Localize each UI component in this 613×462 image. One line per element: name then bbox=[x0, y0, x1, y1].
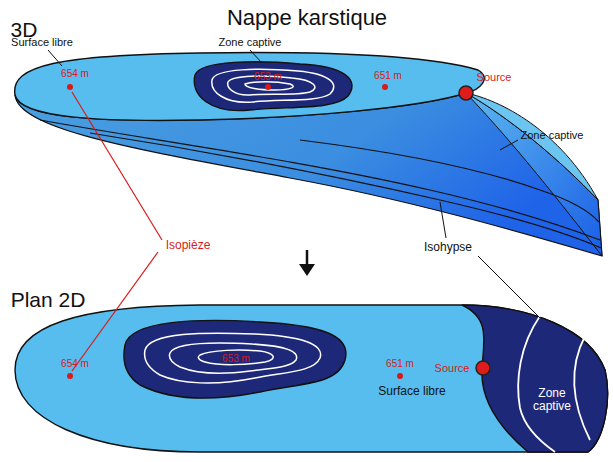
plan-captive bbox=[462, 305, 608, 452]
contour-line bbox=[212, 69, 334, 102]
diagram-label: 654 m bbox=[61, 358, 89, 369]
isohypse-line bbox=[90, 133, 601, 248]
piezo-dot bbox=[67, 84, 73, 90]
leader-line bbox=[48, 50, 62, 66]
arrow-head bbox=[299, 264, 315, 276]
piezo-dot bbox=[265, 84, 271, 90]
captive-wedge bbox=[466, 93, 602, 256]
diagram-label: 651 m bbox=[374, 70, 402, 81]
diagram-label: 653 m bbox=[222, 353, 250, 364]
leader-line bbox=[478, 256, 540, 318]
leader-line bbox=[72, 92, 162, 240]
leader-line bbox=[500, 140, 518, 150]
diagram-label: Isopièze bbox=[166, 239, 211, 252]
isohypse-line bbox=[574, 336, 590, 440]
isohypse-line bbox=[300, 140, 599, 222]
contour-line bbox=[169, 343, 296, 373]
free-surface bbox=[15, 53, 485, 121]
piezo-dot bbox=[397, 373, 403, 379]
isohypse-line bbox=[518, 316, 555, 452]
diagram-label: Zone captive bbox=[522, 387, 582, 413]
plan-inner-captive bbox=[124, 320, 346, 398]
captive-zone bbox=[194, 62, 352, 111]
contour-line bbox=[198, 350, 273, 365]
source-dot bbox=[459, 86, 473, 100]
source-dot bbox=[476, 361, 490, 375]
piezo-dot bbox=[382, 84, 388, 90]
diagram-label: 654 m bbox=[61, 68, 89, 79]
diagram-label: 653 m bbox=[254, 71, 282, 82]
diagram-label: Isohypse bbox=[424, 241, 472, 254]
leader-line bbox=[72, 252, 158, 371]
diagram-label: Surface libre bbox=[378, 385, 445, 398]
diagram-title: Nappe karstique bbox=[227, 5, 387, 31]
leader-line bbox=[250, 50, 262, 63]
diagram-label: Zone captive bbox=[521, 129, 584, 141]
contour-line bbox=[145, 333, 321, 383]
piezo-dot bbox=[67, 373, 73, 379]
diagram-label: Source bbox=[435, 362, 470, 374]
diagram-label: Source bbox=[477, 71, 512, 83]
diagram-label: Zone captive bbox=[219, 36, 282, 48]
contour-line bbox=[245, 82, 293, 90]
diagram-label: Plan 2D bbox=[11, 288, 86, 311]
diagram-label: Surface libre bbox=[11, 36, 73, 48]
wedge-face bbox=[466, 93, 598, 200]
leader-line bbox=[440, 202, 446, 238]
diagram-label: 651 m bbox=[386, 358, 414, 369]
